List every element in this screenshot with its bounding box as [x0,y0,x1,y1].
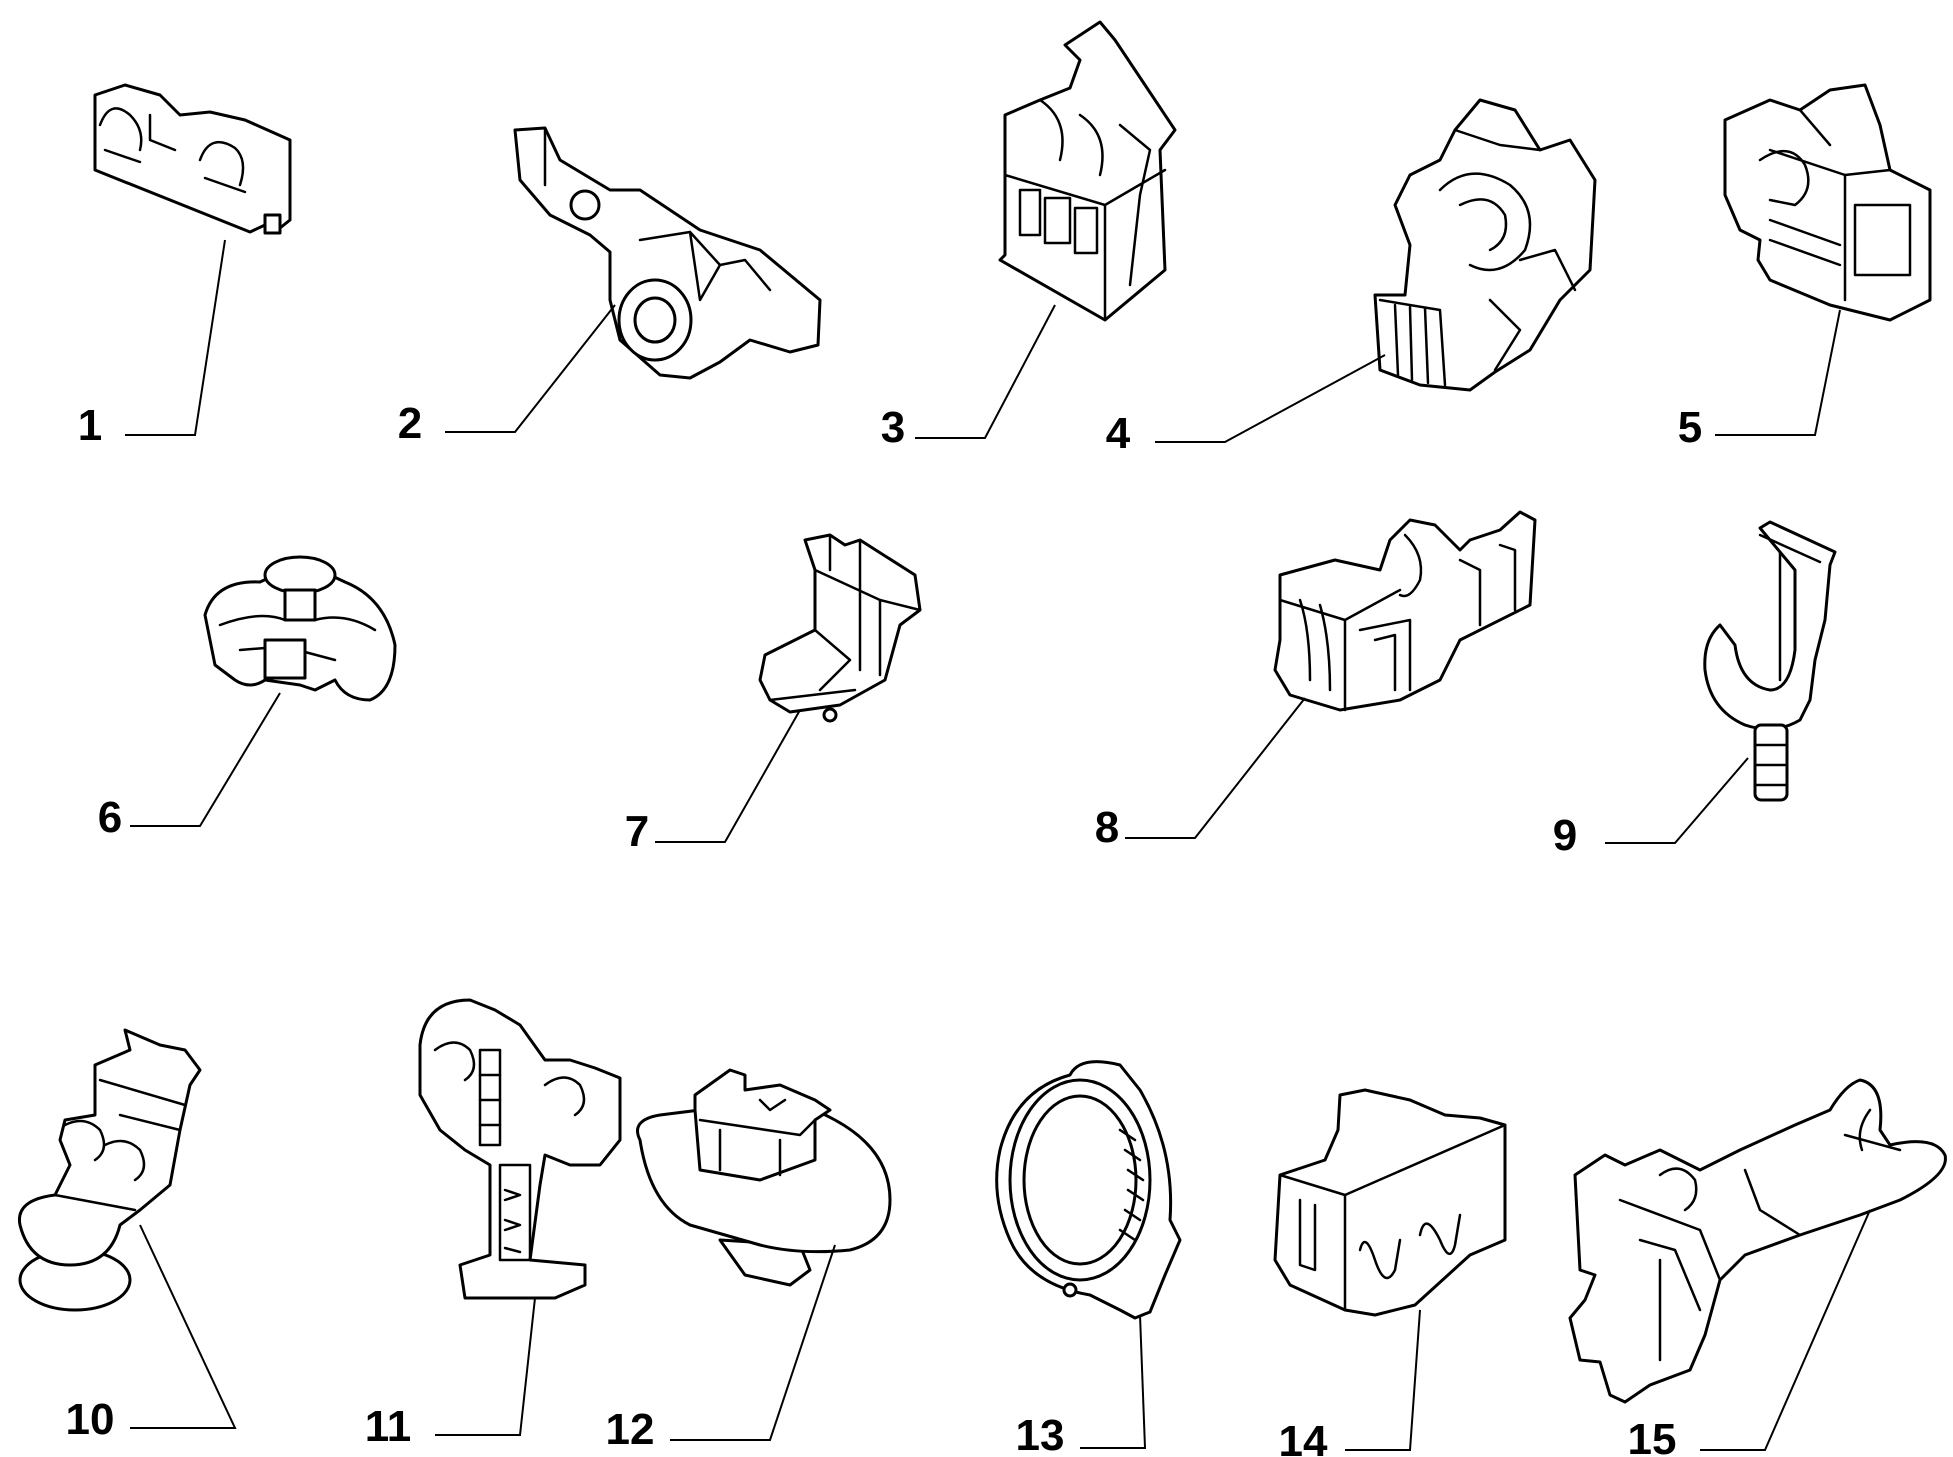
part-12-oval-base-clip-drawing [636,1068,892,1287]
leader-line-5 [1715,309,1841,436]
callout-14: 14 [1279,1417,1328,1457]
callout-1: 1 [78,401,102,450]
part-6-push-in-clip-drawing [203,555,397,702]
leader-line-11 [435,1297,536,1436]
part-2-bracket-clip-drawing [513,126,822,380]
callout-9: 9 [1553,811,1577,860]
callout-5: 5 [1678,403,1702,452]
part-10-clip-on-base-drawing [17,1028,202,1312]
callout-11: 11 [365,1402,412,1451]
leader-line-9 [1605,757,1749,844]
callout-15: 15 [1628,1415,1677,1457]
callout-10: 10 [66,1395,115,1444]
part-8-double-box-clip-drawing [1273,510,1537,712]
callout-8: 8 [1095,803,1119,852]
callout-13: 13 [1016,1411,1065,1457]
leader-line-12 [670,1244,836,1441]
part-7-base-clip-drawing [758,533,922,723]
part-1-double-pipe-clip-drawing [93,83,292,235]
callout-7: 7 [625,807,649,856]
part-13-hose-clamp-drawing [995,1060,1182,1320]
callout-3: 3 [881,403,905,452]
leader-line-3 [915,304,1056,439]
part-11-t-post-clip-drawing [418,998,622,1300]
part-14-double-u-clip-drawing [1273,1088,1507,1317]
leader-line-2 [445,304,616,433]
leader-line-13 [1080,1314,1147,1449]
part-4-multi-pipe-clip-drawing [1373,98,1597,392]
part-3-box-clip-drawing [998,20,1177,322]
callout-2: 2 [398,399,422,448]
leader-line-7 [655,709,801,843]
part-5-box-clip-drawing [1723,83,1932,322]
callout-4: 4 [1106,409,1131,458]
callout-12: 12 [606,1405,655,1454]
leader-line-8 [1125,697,1306,839]
leader-line-6 [130,692,281,827]
leader-line-15 [1700,1209,1871,1451]
part-15-arm-clip-drawing [1568,1078,1947,1404]
part-9-hook-clip-drawing [1703,520,1837,802]
leader-line-10 [130,1224,237,1429]
leader-line-4 [1155,354,1386,443]
leader-line-14 [1345,1309,1421,1451]
callout-6: 6 [98,793,122,842]
leader-line-1 [125,239,226,436]
